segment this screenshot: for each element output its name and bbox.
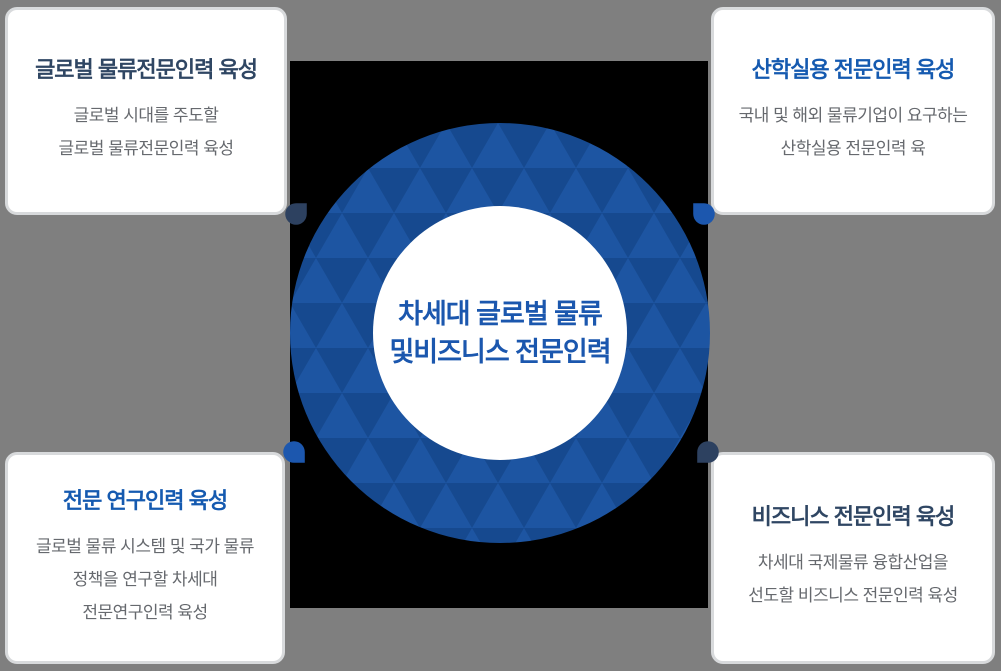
card-body-line: 글로벌 시대를 주도할 — [73, 106, 219, 125]
center-label: 차세대 글로벌 물류 및비즈니스 전문인력 — [375, 205, 625, 460]
card-body-line: 산학실용 전문인력 육 — [780, 139, 926, 158]
card-body-line: 글로벌 물류전문인력 육성 — [58, 139, 235, 158]
card-body-line: 선도할 비즈니스 전문인력 육성 — [748, 586, 958, 605]
card-research: 전문 연구인력 육성 글로벌 물류 시스템 및 국가 물류 정책을 연구할 차세… — [5, 452, 285, 664]
card-industry-academia: 산학실용 전문인력 육성 국내 및 해외 물류기업이 요구하는 산학실용 전문인… — [711, 7, 995, 215]
card-body-line: 전문연구인력 육성 — [82, 602, 208, 622]
card-business: 비즈니스 전문인력 육성 차세대 국제물류 융합산업을 선도할 비즈니스 전문인… — [711, 452, 995, 664]
card-title: 전문 연구인력 육성 — [62, 487, 228, 513]
card-body-line: 정책을 연구할 차세대 — [72, 569, 218, 589]
bubble-icon-bottom-left — [280, 438, 308, 466]
center-label-line1: 차세대 글로벌 물류 — [398, 298, 603, 329]
center-label-line2: 및비즈니스 전문인력 — [389, 336, 611, 367]
ring-svg — [290, 123, 710, 543]
card-title: 비즈니스 전문인력 육성 — [751, 504, 956, 529]
bubble-icon-top-right — [690, 200, 718, 228]
card-title: 산학실용 전문인력 육성 — [751, 57, 956, 82]
card-body-line: 글로벌 물류 시스템 및 국가 물류 — [36, 536, 254, 556]
card-global-logistics: 글로벌 물류전문인력 육성 글로벌 시대를 주도할 글로벌 물류전문인력 육성 — [5, 7, 287, 215]
card-body-line: 차세대 국제물류 융합산업을 — [757, 553, 949, 572]
bubble-icon-bottom-right — [694, 438, 722, 466]
bubble-icon-top-left — [282, 200, 310, 228]
card-body-line: 국내 및 해외 물류기업이 요구하는 — [738, 106, 968, 125]
triangle-mosaic-ring — [290, 123, 710, 543]
inner-core-circle — [373, 206, 627, 460]
card-title: 글로벌 물류전문인력 육성 — [35, 57, 258, 82]
